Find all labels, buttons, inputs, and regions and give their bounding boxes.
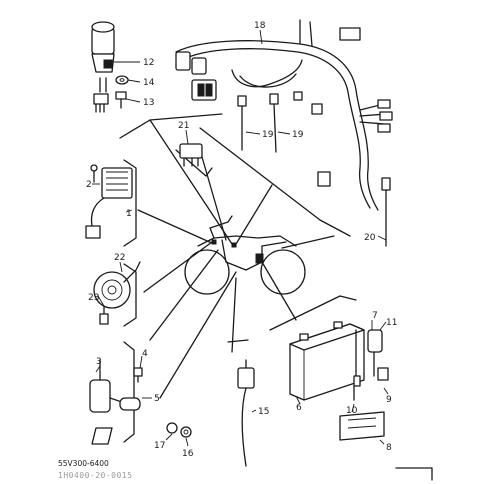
battery [289, 321, 389, 401]
callout-10: 10 [346, 406, 358, 416]
callout-15: 15 [258, 407, 269, 417]
callout-20: 20 [364, 233, 376, 243]
callout-19a: 19 [262, 130, 274, 140]
horn [93, 261, 141, 325]
leader-lines [137, 119, 335, 399]
bolt-13 [115, 91, 127, 109]
relay [179, 143, 203, 167]
callout-21: 21 [178, 121, 189, 131]
callout-19b: 19 [292, 130, 304, 140]
callout-9: 9 [386, 395, 392, 405]
ignition-switch [91, 21, 115, 113]
callout-2: 2 [86, 180, 92, 190]
callout-5: 5 [154, 394, 160, 404]
nuts [166, 422, 192, 438]
callout-17: 17 [154, 441, 165, 451]
wire-harness [175, 19, 393, 211]
battery-cover [339, 411, 385, 441]
callout-6: 6 [296, 403, 302, 413]
callout-numbers: 12 14 13 18 19 19 21 20 2 1 22 23 3 4 5 … [86, 21, 397, 459]
callout-7: 7 [372, 311, 378, 321]
corner-mark [395, 467, 433, 481]
callout-8: 8 [386, 443, 392, 453]
callout-3: 3 [96, 357, 102, 367]
callout-4: 4 [142, 349, 148, 359]
callout-16: 16 [182, 449, 194, 459]
callout-1: 1 [126, 209, 132, 219]
callout-11: 11 [386, 318, 397, 328]
faint-footer-code: 1H0400-20-0015 [58, 471, 132, 480]
callout-13: 13 [143, 98, 154, 108]
ignition-coil [89, 359, 143, 445]
motorcycle-silhouette [184, 215, 306, 295]
cable [237, 359, 255, 467]
callout-18: 18 [254, 21, 266, 31]
rectifier-regulator [85, 164, 133, 239]
callout-14: 14 [143, 78, 155, 88]
group-brackets [119, 113, 357, 443]
cable-ties [237, 93, 391, 247]
callout-23: 23 [88, 293, 99, 303]
drawing-code: 55V300-6400 [58, 459, 109, 468]
callout-12: 12 [143, 58, 154, 68]
washer [115, 75, 129, 85]
callout-lines [92, 29, 389, 447]
callout-22: 22 [114, 253, 125, 263]
